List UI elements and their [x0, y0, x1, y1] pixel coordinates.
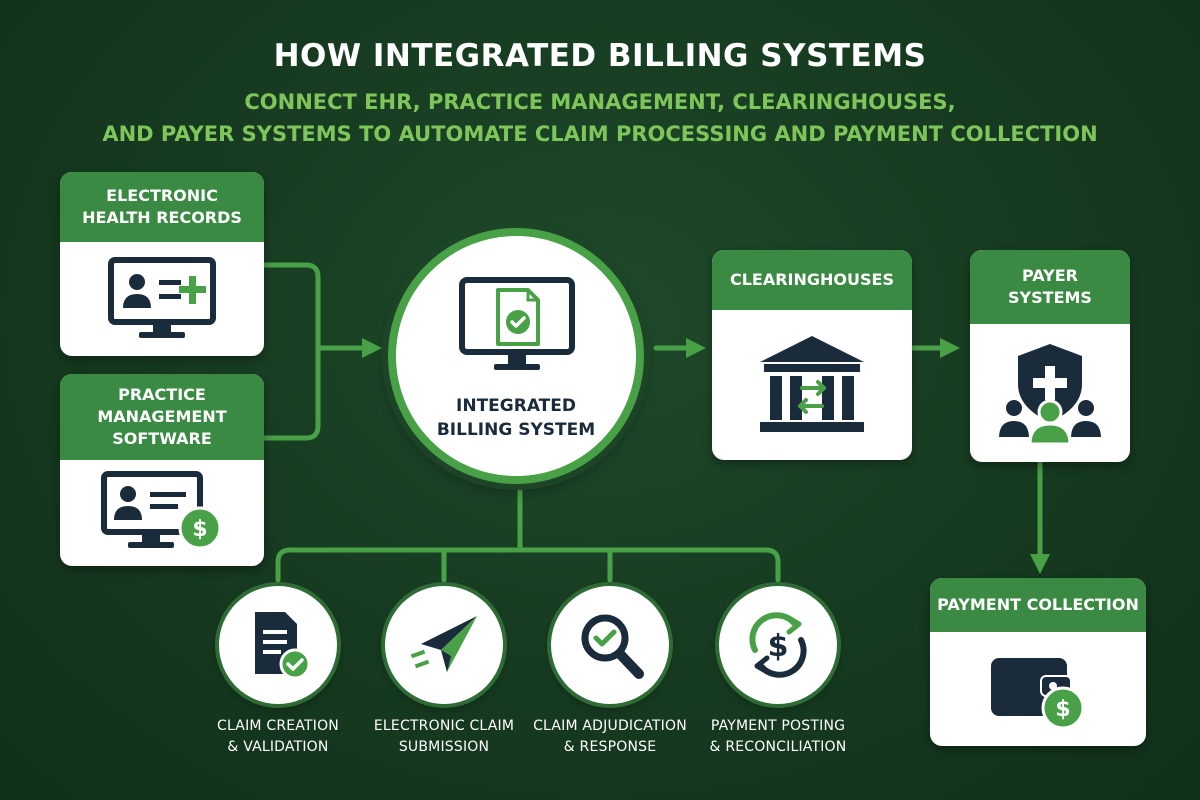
card-clearinghouses[interactable]: CLEARINGHOUSES — [712, 250, 912, 460]
card-header-payment-collection: PAYMENT COLLECTION — [930, 578, 1146, 632]
step-payment-posting[interactable]: $ — [719, 586, 837, 704]
step-label-payment-posting: PAYMENT POSTING & RECONCILIATION — [709, 718, 847, 755]
document-check-icon — [245, 608, 315, 682]
connector-pms-to-hub — [261, 345, 321, 441]
magnifier-check-icon — [577, 610, 647, 682]
connector-steps-bus — [275, 547, 781, 583]
card-header-clearinghouses: CLEARINGHOUSES — [712, 250, 912, 310]
connector-ehr-to-hub — [261, 262, 321, 351]
svg-text:$: $ — [1055, 697, 1070, 722]
card-practice-management-software[interactable]: PRACTICE MANAGEMENT SOFTWARE $ — [60, 374, 264, 566]
practice-monitor-dollar-icon: $ — [100, 470, 224, 556]
subtitle-line-2: AND PAYER SYSTEMS TO AUTOMATE CLAIM PROC… — [102, 122, 1098, 146]
shield-people-icon — [990, 338, 1110, 448]
svg-text:$: $ — [768, 629, 789, 664]
ehr-monitor-icon — [107, 256, 217, 342]
wallet-dollar-icon: $ — [983, 644, 1093, 734]
monitor-document-check-icon — [458, 276, 576, 376]
card-payment-collection[interactable]: PAYMENT COLLECTION $ — [930, 578, 1146, 746]
hub-integrated-billing-system[interactable]: INTEGRATED BILLING SYSTEM — [388, 228, 644, 484]
step-claim-creation[interactable] — [219, 586, 337, 704]
card-electronic-health-records[interactable]: ELECTRONIC HEALTH RECORDS — [60, 172, 264, 356]
step-claim-adjudication[interactable] — [551, 586, 669, 704]
paper-plane-icon — [407, 612, 481, 678]
bank-exchange-icon — [752, 330, 872, 440]
step-electronic-claim-submission[interactable] — [385, 586, 503, 704]
card-payer-systems[interactable]: PAYER SYSTEMS — [970, 250, 1130, 462]
dollar-cycle-icon: $ — [743, 610, 813, 680]
card-header-ehr: ELECTRONIC HEALTH RECORDS — [60, 172, 264, 242]
page-title: HOW INTEGRATED BILLING SYSTEMS — [273, 38, 927, 74]
svg-text:$: $ — [192, 517, 207, 542]
card-header-practice-management: PRACTICE MANAGEMENT SOFTWARE — [60, 374, 264, 460]
step-label-claim-creation: CLAIM CREATION & VALIDATION — [217, 718, 339, 755]
hub-label: INTEGRATED BILLING SYSTEM — [436, 396, 596, 440]
step-label-electronic-claim-submission: ELECTRONIC CLAIM SUBMISSION — [373, 718, 515, 755]
subtitle-line-1: CONNECT EHR, PRACTICE MANAGEMENT, CLEARI… — [244, 90, 956, 114]
page-subtitle: CONNECT EHR, PRACTICE MANAGEMENT, CLEARI… — [0, 86, 1200, 150]
step-label-claim-adjudication: CLAIM ADJUDICATION & RESPONSE — [533, 718, 687, 755]
card-header-payer-systems: PAYER SYSTEMS — [970, 250, 1130, 324]
